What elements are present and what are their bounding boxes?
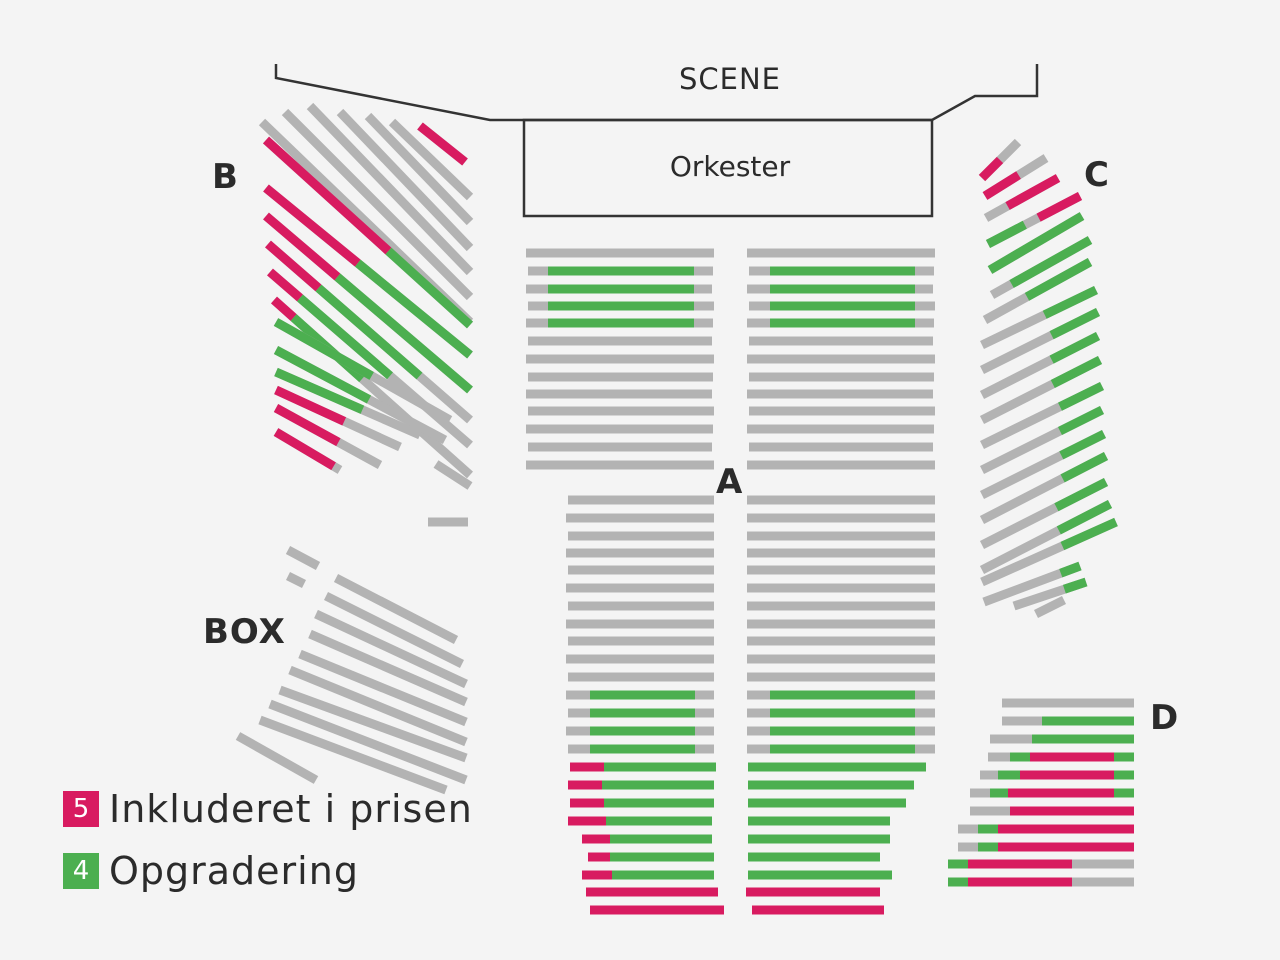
seat-row-b-colored: [263, 212, 341, 281]
seat-row-b: [281, 108, 474, 301]
seat-row-b-colored: [271, 296, 297, 321]
seat-row-c-colored: [985, 220, 1027, 248]
section-d-label: D: [1150, 698, 1180, 738]
seat-row-b-colored: [273, 318, 374, 380]
section-c-label: C: [1084, 155, 1110, 195]
seat-row-b-colored: [273, 346, 372, 404]
seat-row-b-colored: [267, 268, 303, 302]
seat-row-c-colored: [1049, 331, 1101, 364]
seat-row-b: [364, 112, 474, 226]
seat-row-c-colored: [1054, 477, 1109, 512]
seat-row-c-colored: [982, 171, 1021, 200]
legend-swatch-included: 5: [63, 791, 99, 827]
seat-row-c-colored: [1049, 307, 1101, 340]
seat-row-b-colored: [273, 404, 341, 447]
seat-row-b-colored: [263, 184, 361, 267]
seat-row-c-colored: [1060, 452, 1109, 483]
seat-row-box: [278, 685, 468, 763]
orchestra-pit: [522, 118, 934, 218]
seat-row-b-colored: [334, 273, 473, 394]
stage-label: SCENE: [679, 62, 781, 96]
seat-row-box: [285, 571, 307, 589]
seat-row-b-colored: [273, 428, 336, 471]
seat-row-c-colored: [1024, 258, 1093, 301]
seat-row-c-colored: [1058, 381, 1104, 411]
seat-row-c-colored: [1056, 500, 1113, 535]
seat-row-c-colored: [1060, 517, 1118, 551]
seat-row-c-colored: [987, 212, 1085, 274]
seat-row-box: [268, 699, 468, 785]
seat-rows: [235, 102, 1134, 915]
seat-row-c-colored: [978, 156, 1004, 182]
seat-row-box: [258, 715, 448, 795]
legend-label-upgrade: Opgradering: [109, 849, 359, 893]
seat-row-b-colored: [274, 385, 347, 426]
seat-row-b: [306, 102, 474, 276]
section-b-label: B: [212, 157, 239, 197]
seat-row-c-colored: [1059, 561, 1082, 578]
seat-row-c-colored: [1062, 577, 1088, 594]
legend-swatch-upgrade: 4: [63, 853, 99, 889]
seat-row-b: [433, 460, 473, 490]
seat-row-b-colored: [265, 240, 322, 292]
seat-row-b: [336, 108, 474, 252]
seat-row-b-colored: [417, 122, 468, 166]
seat-row-b-colored: [262, 136, 392, 255]
seat-row-c-colored: [1057, 405, 1105, 436]
orchestra-label: Orkester: [669, 150, 791, 183]
seat-row-b-colored: [274, 367, 365, 414]
seat-row-c-colored: [1036, 192, 1083, 222]
seat-row-c: [1033, 595, 1067, 619]
legend-item-included: 5 Inkluderet i prisen: [63, 787, 473, 831]
legend-item-upgrade: 4 Opgradering: [63, 849, 359, 893]
section-a-label: A: [716, 462, 744, 502]
seat-row-b-colored: [385, 247, 474, 329]
seat-row-c-colored: [1042, 285, 1098, 319]
seat-row-c-colored: [1005, 174, 1061, 210]
seat-row-box: [235, 732, 319, 784]
seat-row-b-colored: [315, 284, 423, 380]
seat-row-box: [333, 574, 459, 644]
seat-row-box: [285, 546, 321, 570]
seat-row-box: [308, 629, 468, 707]
seat-row-box: [288, 665, 468, 747]
seat-row-box: [298, 649, 468, 727]
legend-label-included: Inkluderet i prisen: [109, 787, 473, 831]
seat-row-b-colored: [354, 259, 473, 359]
seat-row-c-colored: [1009, 236, 1093, 288]
seat-row-b: [388, 118, 474, 201]
seat-row-box: [314, 609, 468, 689]
seat-row-c-colored: [1050, 355, 1103, 389]
seat-row-c-colored: [1059, 429, 1107, 460]
seat-row-b-colored: [297, 294, 393, 380]
section-box-label: BOX: [203, 612, 286, 652]
seat-row-box: [323, 591, 465, 669]
